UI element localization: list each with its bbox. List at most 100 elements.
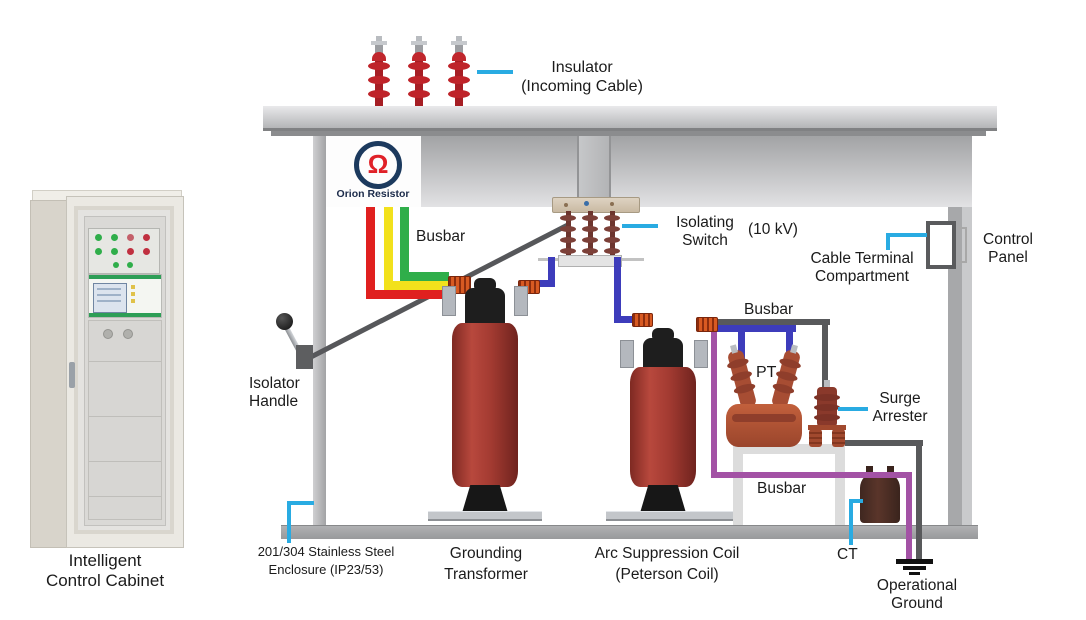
insulator-neck bbox=[455, 45, 463, 53]
arrester-fin bbox=[814, 414, 840, 421]
switch-fin bbox=[604, 226, 620, 232]
leader-enclosure-spec bbox=[287, 501, 291, 543]
busbar-gray-segment bbox=[713, 319, 830, 325]
indicator-light bbox=[143, 234, 150, 241]
switch-fin bbox=[604, 237, 620, 243]
label-enclosure-spec: 201/304 Stainless Steel Enclosure (IP23/… bbox=[246, 543, 406, 578]
enclosure-roof bbox=[263, 106, 997, 131]
ground-bar bbox=[909, 572, 920, 575]
isolator-handle-ball bbox=[276, 313, 293, 330]
leader-surge-arrester bbox=[838, 407, 868, 411]
switch-dot bbox=[564, 203, 568, 207]
indicator-light bbox=[111, 234, 118, 241]
indicator-light bbox=[143, 248, 150, 255]
insulator-fin bbox=[408, 62, 430, 70]
transformer-base-plate bbox=[428, 511, 542, 521]
insulator bbox=[407, 36, 431, 107]
pt-bushing bbox=[726, 344, 758, 410]
leader-enclosure-spec bbox=[287, 501, 314, 505]
screen-line bbox=[97, 288, 121, 290]
label-line: Isolator bbox=[249, 375, 300, 392]
indicator-light bbox=[95, 248, 102, 255]
screen-line bbox=[97, 294, 121, 296]
cabinet-side-panel bbox=[30, 200, 70, 548]
controller-green-strip bbox=[89, 313, 161, 317]
busbar-blue-segment bbox=[738, 325, 745, 370]
ct-prong bbox=[887, 466, 894, 476]
pt-fin bbox=[729, 369, 753, 383]
pt-fin bbox=[775, 369, 799, 383]
insulator-fin bbox=[448, 76, 470, 84]
switch-insulator bbox=[604, 211, 620, 258]
label-line: Surge bbox=[879, 390, 921, 407]
insulator-fin bbox=[368, 90, 390, 98]
switch-fin bbox=[560, 248, 576, 254]
brand-name: Orion Resistor bbox=[336, 188, 410, 200]
cabinet-door-handle bbox=[69, 362, 75, 388]
busbar-blue-segment bbox=[614, 257, 621, 323]
controller-green-strip bbox=[89, 275, 161, 279]
label-line: Insulator bbox=[551, 59, 613, 76]
insulator-cap bbox=[451, 41, 467, 45]
grounding-transformer bbox=[428, 278, 542, 523]
controller-button bbox=[131, 292, 135, 296]
coil-connector bbox=[696, 317, 718, 332]
leader-cable-terminal bbox=[886, 233, 927, 237]
leader-ct bbox=[849, 499, 853, 545]
switch-fin bbox=[560, 226, 576, 232]
leader-insulator bbox=[477, 70, 513, 74]
busbar-blue-segment bbox=[614, 316, 636, 323]
insulator-fin bbox=[408, 76, 430, 84]
label-line: Switch bbox=[682, 231, 728, 249]
busbar-yellow bbox=[384, 281, 449, 290]
arrester-tip bbox=[824, 380, 830, 389]
insulator bbox=[367, 36, 391, 107]
cabinet-label-line: Intelligent bbox=[68, 551, 142, 570]
label-operational-ground: Operational Ground bbox=[862, 577, 972, 613]
pt-fin bbox=[726, 356, 750, 371]
label-busbar-frame: Busbar bbox=[757, 480, 807, 497]
cabinet-controller-screen bbox=[93, 283, 127, 313]
pt-transformer bbox=[724, 344, 804, 447]
controller-button bbox=[131, 285, 135, 289]
switch-dot bbox=[584, 201, 589, 206]
control-panel-bracket bbox=[958, 227, 967, 263]
label-line: Ground bbox=[891, 594, 943, 612]
indicator-light bbox=[111, 248, 118, 255]
insulator-fin bbox=[368, 62, 390, 70]
switch-fin bbox=[604, 248, 620, 254]
transformer-pedestal bbox=[640, 485, 686, 513]
rack-seam bbox=[89, 496, 161, 497]
enclosure-floor bbox=[281, 525, 978, 539]
label-isolator-handle: Isolator Handle bbox=[249, 375, 300, 411]
pt-body-band bbox=[732, 414, 796, 422]
enclosure-right-wall bbox=[948, 207, 962, 525]
insulator-dome bbox=[372, 52, 386, 61]
transformer-body bbox=[630, 367, 696, 487]
insulator-pin bbox=[456, 36, 462, 43]
cabinet-controller bbox=[88, 274, 162, 318]
busbar-blue-segment bbox=[536, 280, 553, 287]
busbar-green bbox=[400, 272, 449, 281]
transformer-cap bbox=[643, 338, 683, 372]
screen-line bbox=[97, 300, 121, 302]
surge-arrester bbox=[806, 380, 848, 447]
pt-bushing-tip bbox=[730, 344, 738, 354]
enclosure-fascia bbox=[313, 136, 972, 207]
ceiling-duct bbox=[577, 136, 611, 207]
leader-cable-terminal bbox=[886, 233, 890, 250]
insulator-pin bbox=[416, 36, 422, 43]
insulator-neck bbox=[375, 45, 383, 53]
busbar-red bbox=[366, 290, 449, 299]
transformer-body bbox=[452, 323, 518, 487]
isolating-switch bbox=[538, 197, 644, 270]
insulator-dome bbox=[412, 52, 426, 61]
switch-fin bbox=[582, 248, 598, 254]
rack-seam bbox=[89, 361, 161, 362]
switch-fin bbox=[560, 215, 576, 221]
insulator-fin bbox=[408, 90, 430, 98]
busbar-purple-segment bbox=[906, 472, 912, 561]
insulator bbox=[447, 36, 471, 107]
leader-ct bbox=[849, 499, 863, 503]
indicator-light bbox=[95, 234, 102, 241]
